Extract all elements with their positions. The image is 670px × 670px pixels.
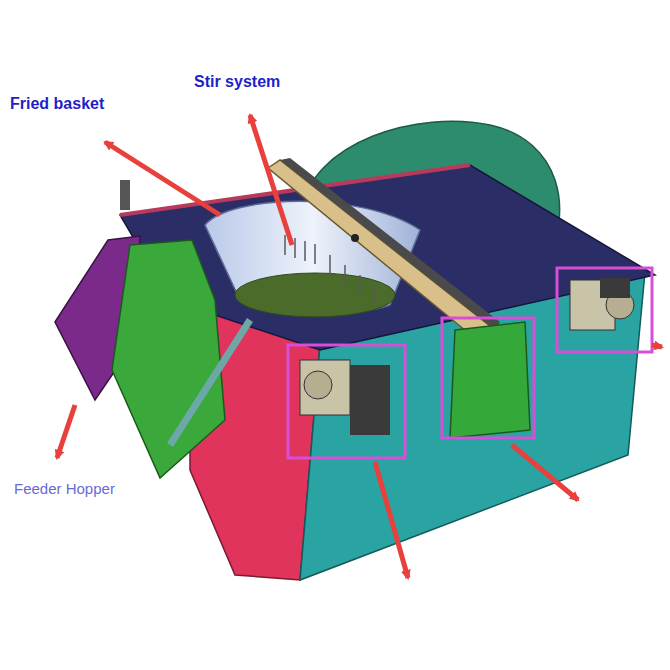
post <box>120 180 130 210</box>
hopper-rod <box>170 320 250 445</box>
motor <box>300 360 390 435</box>
beam-bolt <box>351 234 359 242</box>
basket-bottom <box>235 273 395 317</box>
drive-block <box>450 322 530 438</box>
pointer-arrow <box>57 115 662 578</box>
part-label: Stir system <box>192 72 282 91</box>
part-label: Feeder Hopper <box>12 480 117 498</box>
stir-beam-edge <box>280 158 500 330</box>
motor <box>570 278 634 330</box>
highlight-box <box>288 268 652 458</box>
part-label: Fried basket <box>8 94 106 113</box>
